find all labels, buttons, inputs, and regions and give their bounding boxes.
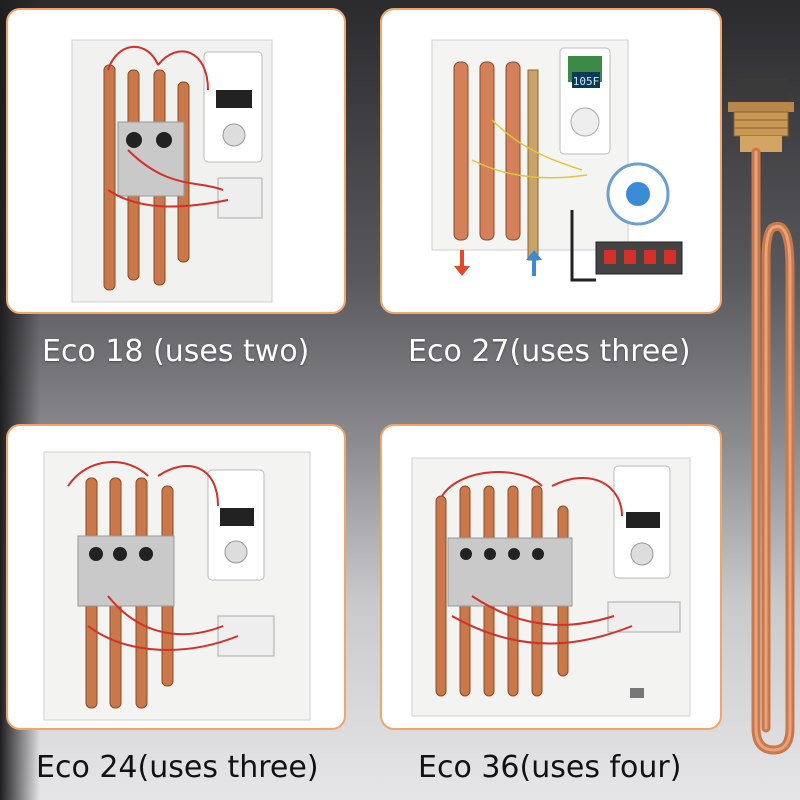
- heater-unit-eco36: [411, 457, 691, 717]
- product-card-eco36: [380, 424, 722, 730]
- product-card-eco24: [6, 424, 346, 730]
- caption-eco18: Eco 18 (uses two): [42, 334, 310, 369]
- caption-eco27: Eco 27(uses three): [408, 334, 691, 369]
- heating-element-icon: [726, 78, 800, 758]
- product-card-eco27: 105F: [380, 8, 722, 314]
- heater-unit-eco24: [43, 451, 311, 721]
- heater-unit-eco27: 105F: [431, 39, 683, 282]
- caption-eco36: Eco 36(uses four): [418, 750, 682, 785]
- caption-eco24: Eco 24(uses three): [36, 750, 319, 785]
- temperature-readout: 105F: [573, 75, 600, 88]
- product-card-eco18: [6, 8, 346, 314]
- heater-unit-eco18: [71, 39, 273, 303]
